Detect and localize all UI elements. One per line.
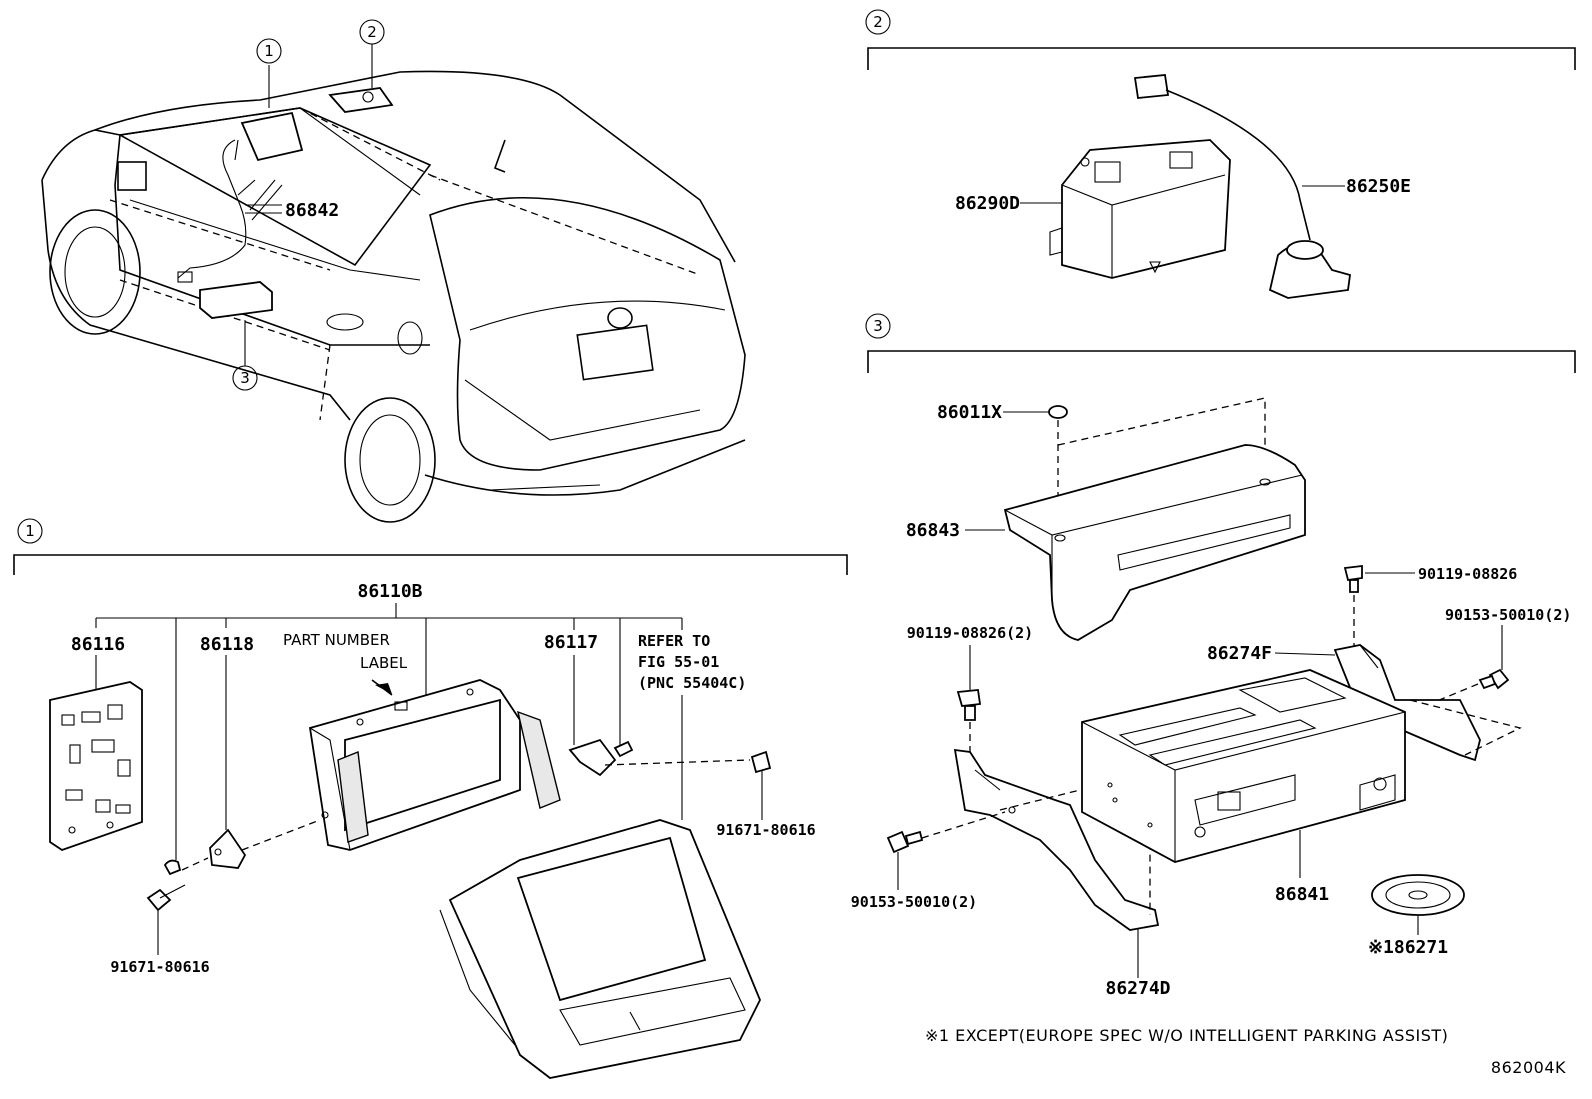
- screw-90119-top: [1343, 564, 1415, 650]
- refer-to-line1: REFER TO: [638, 632, 710, 650]
- bracket-86274D: [953, 748, 1160, 978]
- label-86843: 86843: [906, 520, 960, 541]
- svg-text:1: 1: [264, 42, 274, 60]
- svg-text:3: 3: [873, 317, 883, 335]
- display-unit-86110B: [308, 679, 561, 851]
- label-90153-left: 90153-50010(2): [851, 893, 977, 911]
- screw-90153-top: [1419, 625, 1510, 709]
- label-86290D: 86290D: [955, 193, 1020, 214]
- label-86110B-bracket: [95, 603, 683, 860]
- screw-label-left: 91671-80616: [110, 958, 209, 976]
- screw-label-right: 91671-80616: [716, 821, 815, 839]
- section-2-header: 2: [865, 9, 1576, 70]
- refer-to-line3: (PNC 55404C): [638, 674, 746, 692]
- part-number-label-line1: PART NUMBER: [283, 631, 390, 649]
- callout-1-car: 1: [256, 38, 282, 64]
- antenna-86250E: [1133, 74, 1351, 299]
- vehicle-illustration: [41, 44, 746, 523]
- label-86841: 86841: [1275, 884, 1329, 905]
- label-90153-top: 90153-50010(2): [1445, 606, 1571, 624]
- screw-90119-left: [956, 645, 982, 760]
- label-90119-top: 90119-08826: [1418, 565, 1517, 583]
- label-86117: 86117: [544, 632, 598, 653]
- footnote: ※1 EXCEPT(EUROPE SPEC W/O INTELLIGENT PA…: [925, 1026, 1448, 1045]
- dash-bezel-panel: [439, 695, 761, 1079]
- label-86271: ※186271: [1368, 937, 1448, 958]
- bracket-86117: [568, 655, 772, 820]
- unit-86841: [1081, 669, 1406, 878]
- part-number-label-line2: LABEL: [360, 654, 408, 672]
- callout-2-car: 2: [359, 19, 385, 45]
- circuit-board-86116: [49, 655, 143, 851]
- label-86118: 86118: [200, 634, 254, 655]
- label-86274D: 86274D: [1105, 978, 1170, 999]
- refer-to-line2: FIG 55-01: [638, 653, 719, 671]
- svg-text:3: 3: [240, 369, 250, 387]
- label-86116: 86116: [71, 634, 125, 655]
- svg-text:1: 1: [25, 522, 35, 540]
- part-number-arrow: [371, 679, 393, 696]
- label-86011X: 86011X: [937, 402, 1002, 423]
- label-86250E: 86250E: [1346, 176, 1411, 197]
- cover-86843: [965, 444, 1306, 641]
- callout-3-car: 3: [232, 365, 258, 391]
- disc-86271: [1371, 874, 1465, 935]
- label-86842: 86842: [285, 200, 339, 221]
- svg-text:2: 2: [367, 23, 377, 41]
- section-3-header: 3: [865, 313, 1576, 373]
- label-86110B: 86110B: [357, 581, 422, 602]
- bracket-86118: [146, 655, 321, 955]
- section-1-header: 1: [13, 518, 848, 575]
- svg-text:2: 2: [873, 13, 883, 31]
- label-90119-left: 90119-08826(2): [907, 624, 1033, 642]
- module-86290D: [1020, 139, 1231, 279]
- screw-90153-left: [886, 811, 1006, 890]
- figure-code: 862004K: [1491, 1058, 1566, 1077]
- label-86274F: 86274F: [1207, 643, 1272, 664]
